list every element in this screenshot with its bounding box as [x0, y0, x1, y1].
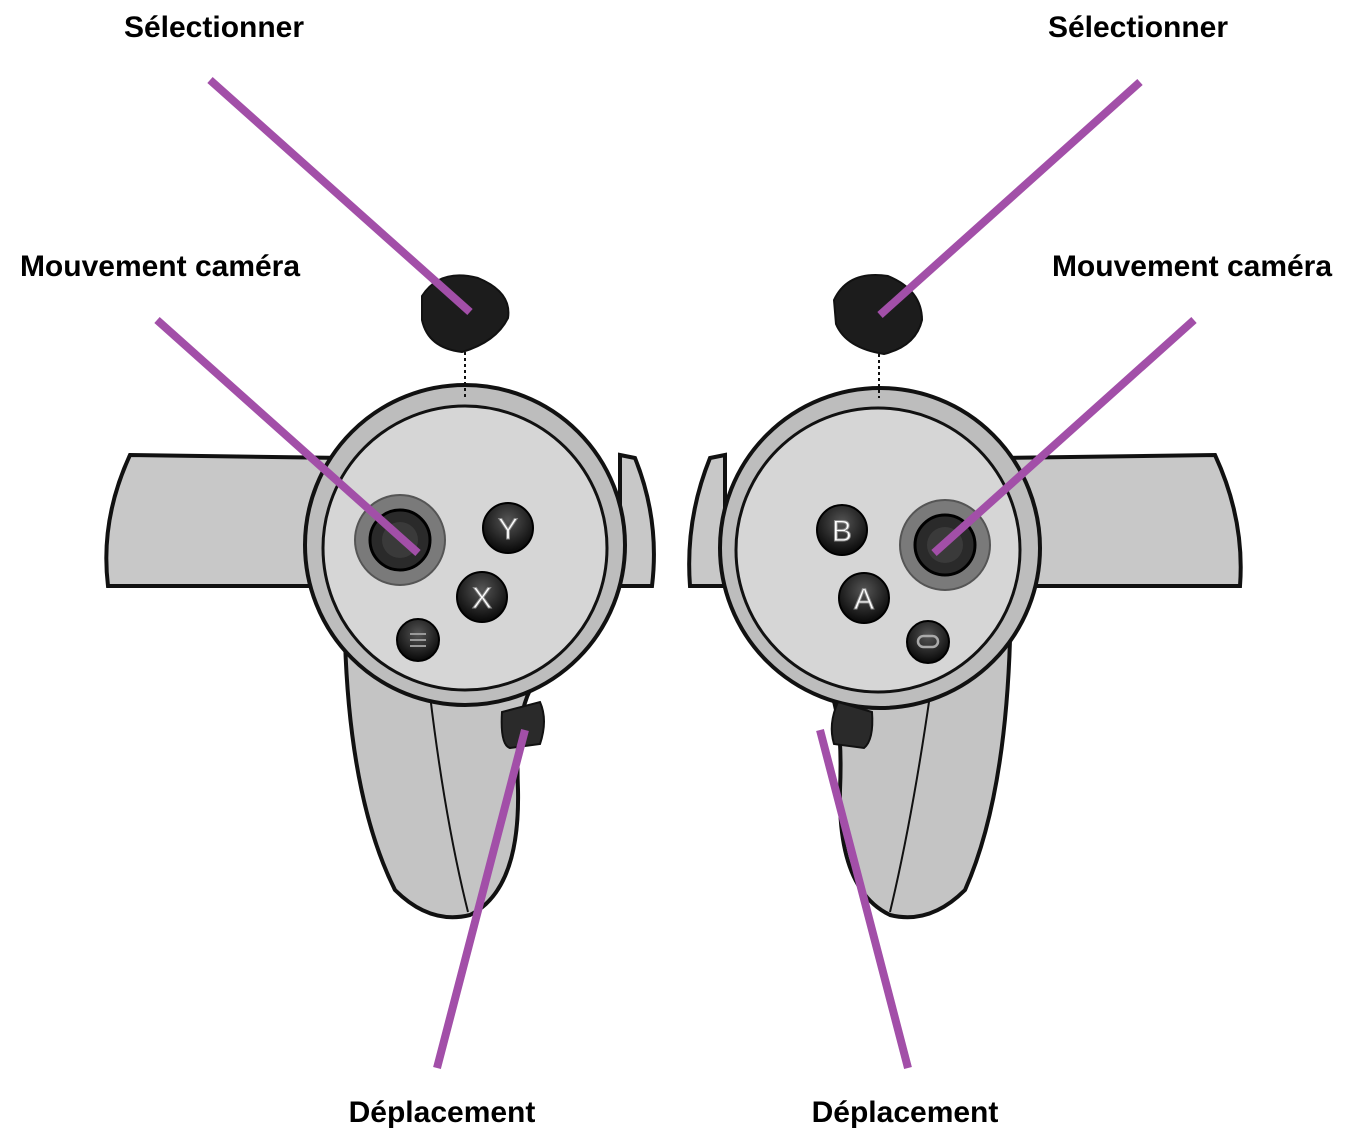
right-stick-label: Mouvement caméra	[1052, 250, 1332, 283]
right-lower-button-label: A	[854, 583, 874, 616]
system-button[interactable]	[907, 621, 949, 663]
left-upper-button-label: Y	[498, 513, 518, 546]
right-upper-button-label: B	[832, 515, 852, 548]
right-trigger-label: Sélectionner	[1048, 11, 1228, 44]
left-grip-label: Déplacement	[349, 1096, 536, 1129]
left-stick-label: Mouvement caméra	[20, 250, 300, 283]
left-trigger[interactable]	[422, 275, 508, 352]
left-trigger-label: Sélectionner	[124, 11, 304, 44]
right-controller: B A	[689, 275, 1241, 917]
left-controller: Y X	[106, 275, 654, 917]
right-grip-label: Déplacement	[812, 1096, 999, 1129]
left-lower-button-label: X	[472, 582, 492, 615]
